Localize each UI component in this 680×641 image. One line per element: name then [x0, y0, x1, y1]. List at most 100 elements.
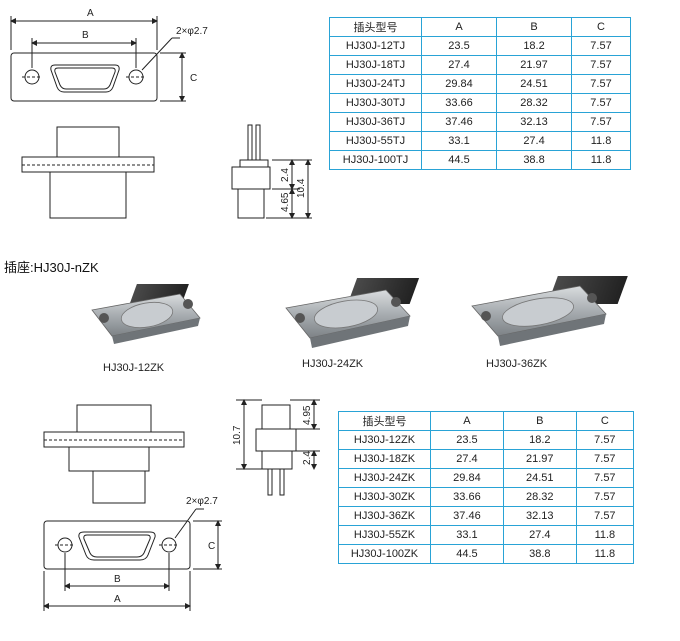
- cell: 11.8: [571, 150, 631, 170]
- cell: HJ30J-24ZK: [338, 468, 431, 488]
- hole-spec-label: 2×φ2.7: [176, 26, 208, 37]
- cell: 33.1: [420, 131, 498, 151]
- header-model: 插头型号: [338, 411, 431, 431]
- cell: 24.51: [496, 74, 573, 94]
- header-b: B: [502, 411, 577, 431]
- cell: 44.5: [430, 544, 504, 564]
- cell: 38.8: [496, 150, 573, 170]
- dim-a-label: A: [87, 8, 94, 19]
- cell: 27.4: [430, 449, 504, 469]
- cell: HJ30J-12ZK: [338, 430, 431, 450]
- cell: 7.57: [571, 112, 631, 132]
- cell: 33.66: [430, 487, 504, 507]
- socket-drawing: 10.7 4.95 2.4 2×φ2.7 C B A: [43, 399, 320, 611]
- photo-caption-24zk: HJ30J-24ZK: [302, 358, 364, 370]
- dim-10-4-label: 10.4: [296, 178, 307, 198]
- dim-c-label: C: [190, 73, 197, 84]
- hole-spec-socket-label: 2×φ2.7: [186, 496, 218, 507]
- cell: 27.4: [502, 525, 577, 545]
- header-b: B: [496, 17, 573, 37]
- cell: 33.66: [420, 93, 498, 113]
- table-header-row: 插头型号 A B C: [338, 411, 635, 431]
- header-model: 插头型号: [329, 17, 422, 37]
- product-photos: [91, 276, 628, 348]
- cell: 37.46: [430, 506, 504, 526]
- dim-b-label: B: [82, 30, 89, 41]
- photo-caption-12zk: HJ30J-12ZK: [103, 362, 165, 374]
- cell: HJ30J-36ZK: [338, 506, 431, 526]
- cell: 7.57: [571, 93, 631, 113]
- cell: 23.5: [430, 430, 504, 450]
- dim-10-7-label: 10.7: [232, 425, 243, 445]
- cell: HJ30J-36TJ: [329, 112, 422, 132]
- cell: 7.57: [575, 430, 635, 450]
- cell: HJ30J-55ZK: [338, 525, 431, 545]
- cell: HJ30J-18TJ: [329, 55, 422, 75]
- section-title: 插座:HJ30J-nZK: [4, 260, 99, 275]
- dim-4-65-label: 4.65: [280, 192, 291, 212]
- cell: 18.2: [502, 430, 577, 450]
- cell: 29.84: [420, 74, 498, 94]
- cell: 33.1: [430, 525, 504, 545]
- cell: 11.8: [575, 544, 635, 564]
- cell: 24.51: [502, 468, 577, 488]
- cell: 7.57: [571, 36, 631, 56]
- plug-top-view-drawing: A B 2×φ2.7 C 2.4 4.65 10.4: [10, 8, 312, 219]
- cell: 27.4: [496, 131, 573, 151]
- cell: 23.5: [420, 36, 498, 56]
- connector-photo-12zk: [91, 284, 201, 344]
- dim-2-4-label: 2.4: [280, 168, 291, 182]
- cell: 32.13: [496, 112, 573, 132]
- header-c: C: [571, 17, 631, 37]
- dim-4-95-label: 4.95: [302, 405, 313, 425]
- table-header-row: 插头型号 A B C: [329, 17, 631, 37]
- cell: 37.46: [420, 112, 498, 132]
- cell: 32.13: [502, 506, 577, 526]
- dim-b-socket-label: B: [114, 574, 121, 585]
- cell: 27.4: [420, 55, 498, 75]
- cell: 18.2: [496, 36, 573, 56]
- cell: 44.5: [420, 150, 498, 170]
- cell: 7.57: [575, 506, 635, 526]
- cell: 21.97: [496, 55, 573, 75]
- cell: 7.57: [575, 449, 635, 469]
- cell: HJ30J-30ZK: [338, 487, 431, 507]
- photo-caption-36zk: HJ30J-36ZK: [486, 358, 548, 370]
- cell: 7.57: [575, 487, 635, 507]
- cell: 7.57: [571, 74, 631, 94]
- cell: HJ30J-18ZK: [338, 449, 431, 469]
- cell: HJ30J-100ZK: [338, 544, 431, 564]
- dim-a-socket-label: A: [114, 594, 121, 605]
- dim-2-4-socket-label: 2.4: [302, 451, 313, 465]
- header-c: C: [575, 411, 635, 431]
- cell: 11.8: [575, 525, 635, 545]
- cell: 11.8: [571, 131, 631, 151]
- cell: HJ30J-30TJ: [329, 93, 422, 113]
- cell: HJ30J-100TJ: [329, 150, 422, 170]
- header-a: A: [420, 17, 498, 37]
- header-a: A: [430, 411, 504, 431]
- cell: 29.84: [430, 468, 504, 488]
- connector-photo-24zk: [285, 278, 420, 348]
- cell: 7.57: [571, 55, 631, 75]
- cell: HJ30J-24TJ: [329, 74, 422, 94]
- cell: HJ30J-55TJ: [329, 131, 422, 151]
- cell: 7.57: [575, 468, 635, 488]
- cell: 21.97: [502, 449, 577, 469]
